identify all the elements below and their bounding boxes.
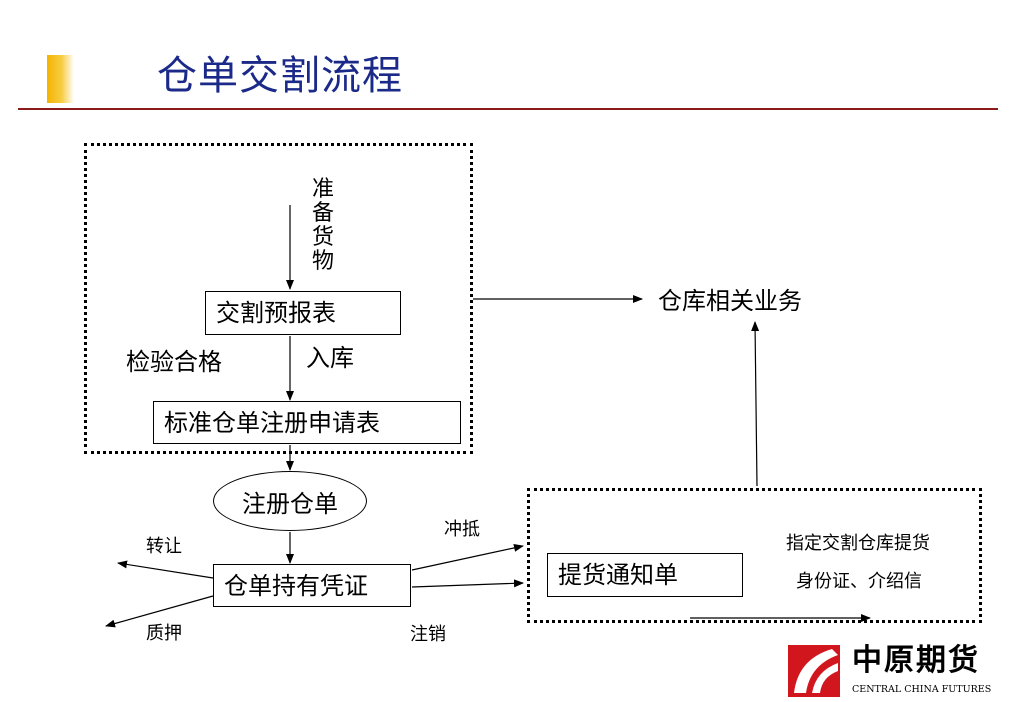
storage-label: 入库: [306, 344, 354, 372]
designated-pickup-label: 指定交割仓库提货: [786, 533, 930, 554]
pickup-group: [527, 488, 982, 623]
holding-certificate-box: 仓单持有凭证: [213, 564, 411, 607]
pickup-notice-box: 提货通知单: [547, 553, 743, 597]
registration-form-box: 标准仓单注册申请表: [153, 401, 461, 444]
arrow-pledge: [105, 595, 214, 628]
logo-english-name: CENTRAL CHINA FUTURES: [852, 684, 992, 695]
title-accent-bar: [47, 55, 74, 103]
company-logo: 中原期货 CENTRAL CHINA FUTURES: [788, 641, 1004, 699]
pledge-label: 质押: [146, 623, 182, 644]
arrow-transfer: [117, 560, 214, 579]
registration-form-label: 标准仓单注册申请表: [164, 408, 380, 437]
warehouse-business-label: 仓库相关业务: [658, 287, 802, 315]
prepare-goods-label: 准备货物: [311, 177, 334, 274]
logo-chinese-name: 中原期货: [852, 643, 980, 678]
zhongyuan-logo-icon: [788, 645, 840, 697]
cancel-label: 注销: [410, 624, 446, 645]
arrow-offset: [411, 543, 524, 571]
id-letter-label: 身份证、介绍信: [796, 571, 922, 592]
arrow-pickup-to-warehouse-business: [751, 321, 760, 487]
register-receipt-oval: 注册仓单: [213, 471, 367, 531]
inspection-label: 检验合格: [126, 348, 222, 376]
transfer-label: 转让: [146, 536, 182, 557]
page-title: 仓单交割流程: [157, 53, 403, 99]
warehouse-entry-group: [84, 143, 473, 454]
delivery-report-label: 交割预报表: [216, 299, 336, 327]
pickup-notice-label: 提货通知单: [558, 561, 678, 589]
register-receipt-label: 注册仓单: [242, 489, 338, 518]
arrow-cancel: [411, 579, 524, 588]
title-divider: [18, 108, 998, 110]
holding-certificate-label: 仓单持有凭证: [224, 571, 368, 600]
delivery-report-box: 交割预报表: [205, 291, 401, 335]
offset-label: 冲抵: [444, 519, 480, 540]
